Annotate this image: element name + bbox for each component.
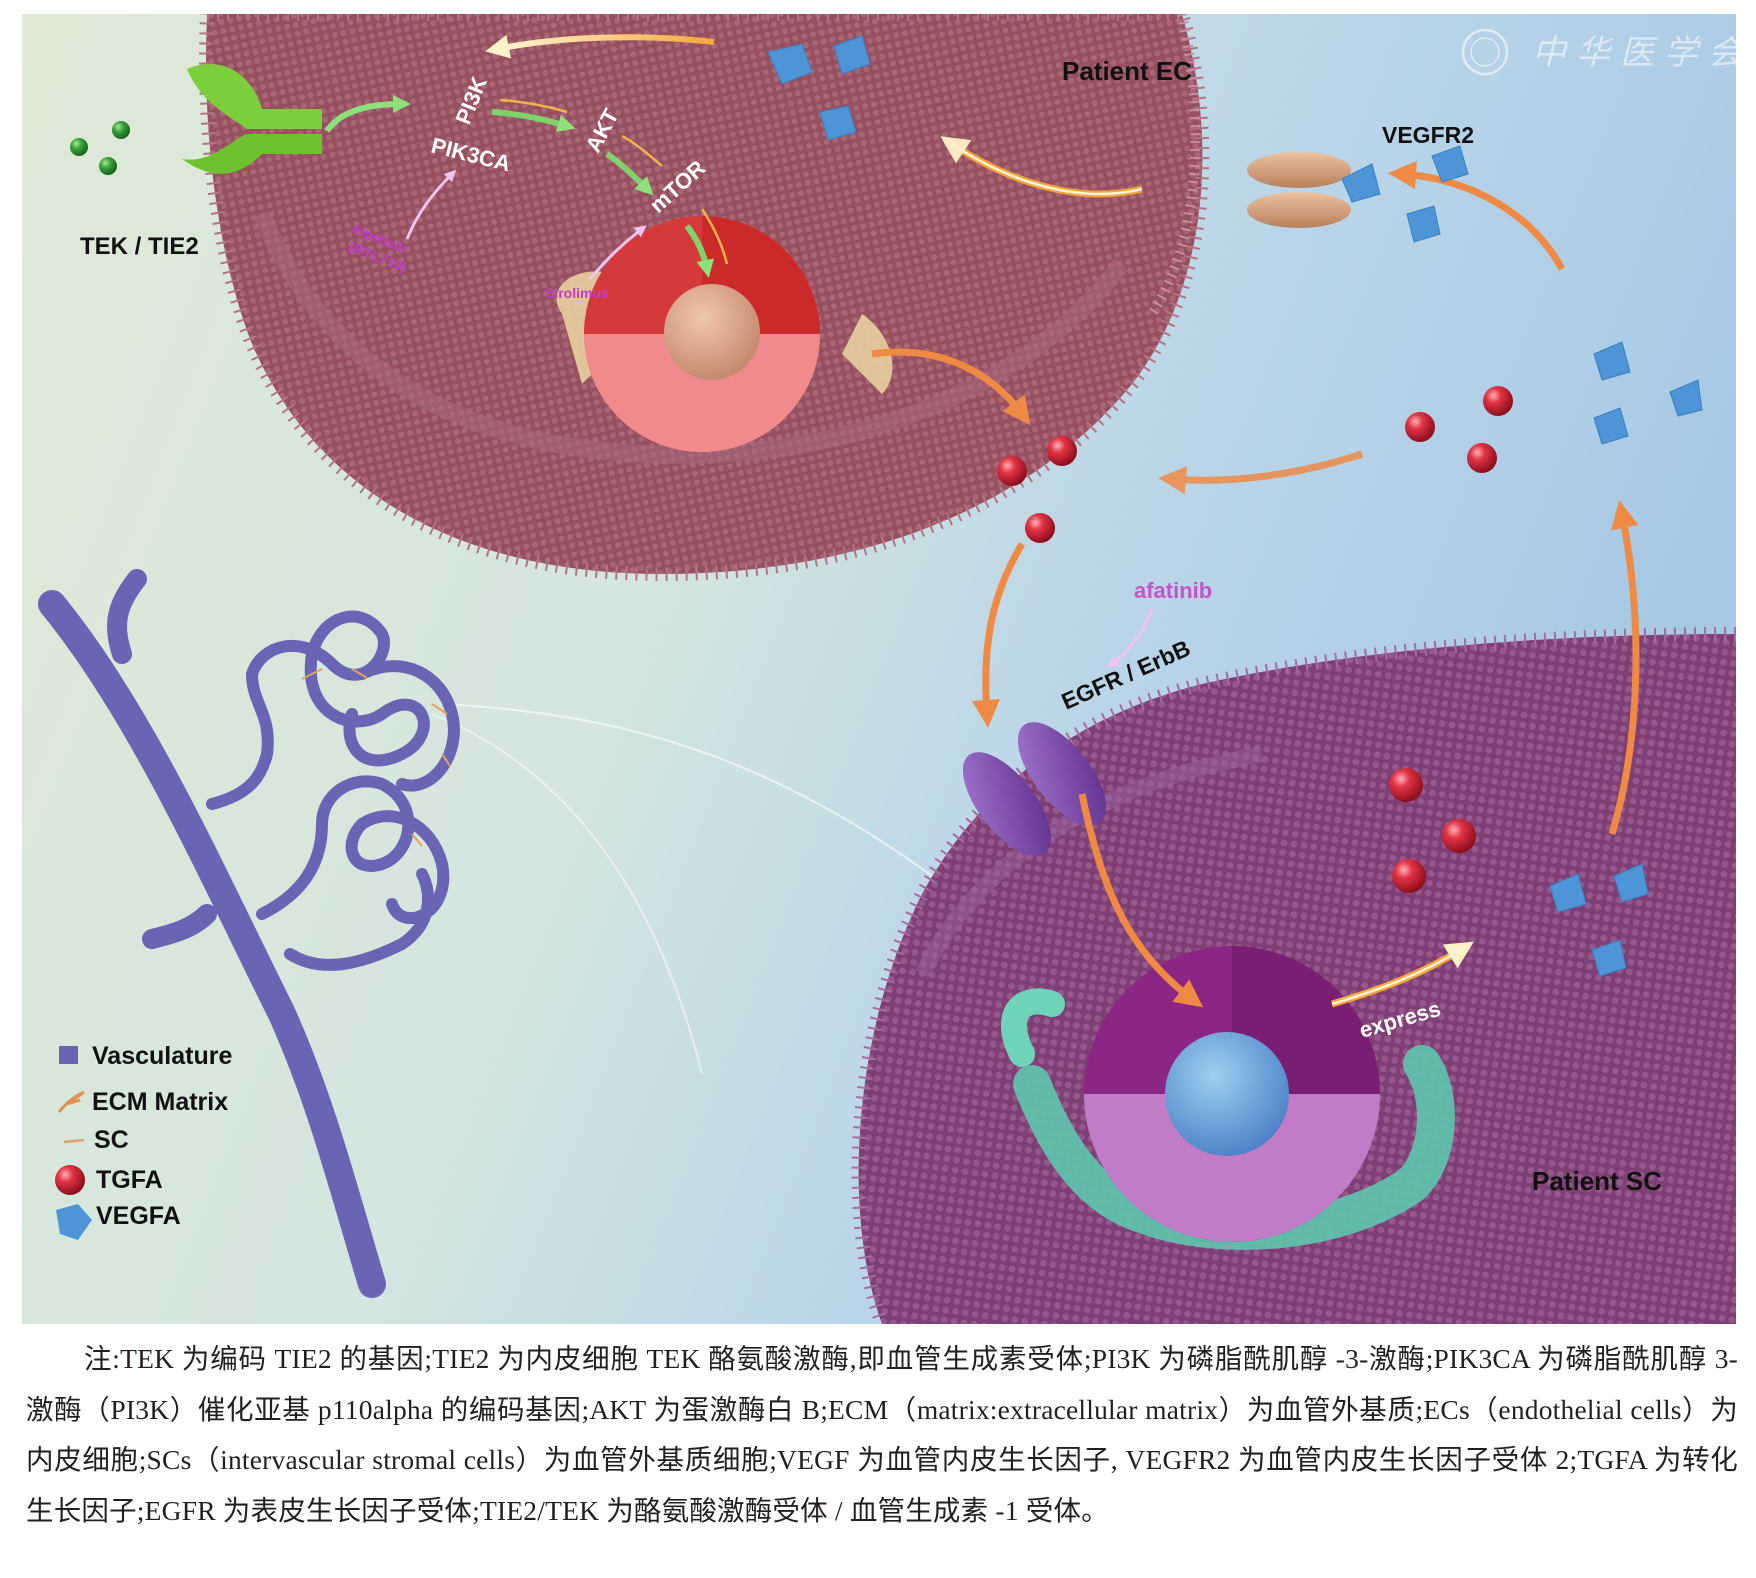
tgfa-sphere [997,456,1027,486]
inhibitor-arrow [405,169,457,240]
vegfa-polyhedron [1431,145,1469,183]
tgfa-molecules [997,386,1513,893]
light-streak [431,713,703,1075]
ecm-fibers [301,668,451,847]
orange-arrow [871,348,1031,426]
vegfr2-receptor [1247,152,1351,228]
legend-label: Vasculature [92,1042,232,1070]
patient-ec-label: Patient EC [1062,56,1192,86]
tgfa-sphere [1483,386,1513,416]
tgfa-sphere [1389,768,1423,802]
feedback-arrow [499,98,568,114]
feedback-arrow [700,208,729,265]
tgfa-sphere [1467,443,1497,473]
orange-arrow [972,542,1026,728]
legend-label: ECM Matrix [92,1088,228,1116]
tgfa-sphere-icon [55,1165,85,1195]
signal-arrow [605,151,654,196]
vegfa-polyhedron [1669,379,1703,417]
society-seal-icon [1461,28,1509,76]
inhibitor-arrow [588,225,647,280]
vegfa-polyhedron-icon [56,1204,92,1240]
orange-arrow [1078,793,1204,1008]
vegfr2-label: VEGFR2 [1382,122,1474,148]
vegfa-polyhedron [819,105,857,141]
angiopoietin-ligand [99,157,117,175]
orange-arrow [1608,500,1640,836]
pi3k-pathway [324,34,1143,278]
signal-arrow [491,109,576,133]
vegfa-polyhedron [1341,163,1381,203]
vegfa-polyhedron [833,35,871,75]
tgfa-sphere [1047,436,1077,466]
tgfa-sphere [1392,859,1426,893]
tek-tie2-receptor [70,63,322,175]
watermark-text: 中华医学会 [1532,33,1736,73]
orange-arrow [1158,450,1364,495]
ecm-matrix-icon [57,1090,85,1113]
figure-illustration: 中华医学会 TEK / TIE2 [22,14,1736,1324]
signal-arrow [324,95,411,133]
signal-arrow [684,224,715,278]
figure-caption: 注:TEK 为编码 TIE2 的基因;TIE2 为内皮细胞 TEK 酪氨酸激酶,… [26,1343,1738,1526]
inhibitor-arrow [1107,608,1154,668]
vegfa-polyhedron [1406,205,1441,243]
light-streak [441,703,983,915]
legend: Vasculature ECM Matrix SC TGFA VEGFA [55,1042,232,1240]
vegfa-polyhedron [1593,341,1631,381]
vegfa-polyhedron [1591,939,1627,977]
orange-arrow [1388,161,1566,271]
ec-nucleus [556,216,893,452]
feedback-arrow [621,134,663,167]
angiopoietin-ligand [112,121,130,139]
vasculature [38,569,460,1298]
vegfa-molecules [767,35,1703,977]
vegfa-polyhedron [1593,407,1629,445]
watermark: 中华医学会 [1461,28,1736,76]
patient-sc-label: Patient SC [1532,1166,1662,1196]
orange-arrows [871,161,1640,1008]
sirolimus-label: Sirolimus [545,285,609,301]
legend-label: TGFA [96,1166,163,1194]
tgfa-sphere [1405,412,1435,442]
vegfa-polyhedron [1549,873,1587,913]
vasculature-swatch-icon [59,1046,78,1064]
sc-line-icon [63,1138,85,1144]
tek-tie2-label: TEK / TIE2 [80,233,199,260]
legend-label: SC [94,1126,129,1154]
afatinib-label: afatinib [1134,578,1212,603]
angiopoietin-ligand [70,138,88,156]
vegfa-polyhedron [1613,863,1649,903]
vegfa-polyhedron [767,43,813,85]
legend-label: VEGFA [96,1202,181,1230]
sc-nucleus [1001,946,1455,1250]
glow-arrow [485,34,715,59]
tgfa-sphere [1442,819,1476,853]
tgfa-sphere [1025,513,1055,543]
